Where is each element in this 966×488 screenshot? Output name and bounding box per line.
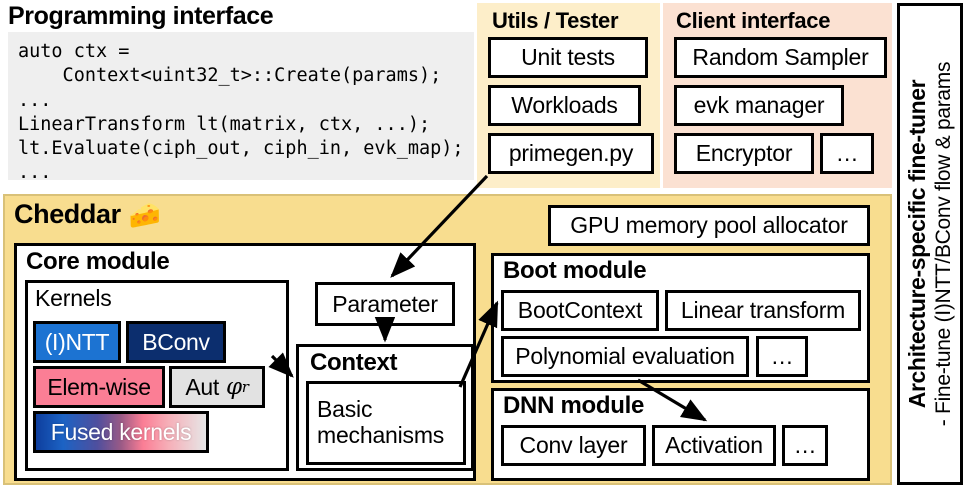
boot-item-linear-transform[interactable]: Linear transform [665,290,861,331]
gpu-memory-pool-allocator[interactable]: GPU memory pool allocator [548,205,870,246]
programming-interface-title: Programming interface [8,2,274,30]
kernel-fused[interactable]: Fused kernels [33,411,209,453]
utils-item-unit-tests[interactable]: Unit tests [488,37,648,78]
dnn-item-label: … [793,432,817,459]
boot-item-more[interactable]: … [756,336,808,377]
context-title: Context [310,349,398,376]
boot-item-bootcontext[interactable]: BootContext [501,290,659,331]
client-item-label: evk manager [693,92,825,119]
utils-item-workloads[interactable]: Workloads [488,85,641,126]
dnn-module-title: DNN module [503,392,645,419]
client-interface-title: Client interface [676,8,831,33]
dnn-item-label: Activation [665,432,763,459]
kernel-intt[interactable]: (I)NTT [33,321,121,363]
client-item-label: … [835,140,859,167]
cheddar-title-group: Cheddar 🧀 [14,199,161,230]
cheese-icon: 🧀 [128,199,161,230]
basic-mechanisms-label: Basic mechanisms [317,396,445,448]
utils-item-label: Unit tests [521,44,615,71]
boot-module-title: Boot module [503,257,647,284]
utils-item-label: primegen.py [508,140,634,167]
kernel-label: Elem-wise [47,373,151,400]
kernel-label: (I)NTT [44,328,110,355]
kernel-label: Aut [185,373,219,400]
utils-item-label: Workloads [511,92,618,119]
architecture-fine-tuner-panel: Architecture-specific fine-tuner - Fine-… [897,3,963,485]
kernel-elementwise[interactable]: Elem-wise [33,366,165,408]
boot-item-label: Polynomial evaluation [515,343,735,370]
client-item-label: Random Sampler [692,44,869,71]
client-item-label: Encryptor [695,140,793,167]
boot-item-polynomial-evaluation[interactable]: Polynomial evaluation [501,336,749,377]
kernel-bconv[interactable]: BConv [126,321,226,363]
dnn-item-activation[interactable]: Activation [652,425,776,466]
parameter-box[interactable]: Parameter [315,282,455,326]
client-item-evk-manager[interactable]: evk manager [674,85,844,126]
boot-item-label: … [770,343,794,370]
fine-tuner-text-group: Architecture-specific fine-tuner - Fine-… [904,62,956,426]
client-item-more[interactable]: … [820,133,874,174]
utils-item-primegen[interactable]: primegen.py [488,133,654,174]
fine-tuner-subtitle: - Fine-tune (I)NTT/BConv flow & params [932,61,955,427]
boot-item-label: Linear transform [680,297,846,324]
kernels-label: Kernels [35,285,112,311]
kernel-label: BConv [142,328,210,355]
dnn-item-more[interactable]: … [782,425,828,466]
fine-tuner-title: Architecture-specific fine-tuner [904,79,930,409]
dnn-item-label: Conv layer [519,432,628,459]
parameter-label: Parameter [332,290,438,317]
core-module-title: Core module [26,248,170,275]
basic-mechanisms-box[interactable]: Basic mechanisms [306,381,466,465]
cheddar-title: Cheddar [14,199,121,229]
programming-interface-code: auto ctx = Context<uint32_t>::Create(par… [8,32,474,180]
utils-tester-title: Utils / Tester [492,8,619,33]
client-item-random-sampler[interactable]: Random Sampler [674,37,887,78]
kernel-label: Fused kernels [50,418,192,445]
boot-item-label: BootContext [517,297,643,324]
dnn-item-conv-layer[interactable]: Conv layer [501,425,646,466]
gpu-allocator-label: GPU memory pool allocator [570,212,848,239]
client-item-encryptor[interactable]: Encryptor [674,133,814,174]
